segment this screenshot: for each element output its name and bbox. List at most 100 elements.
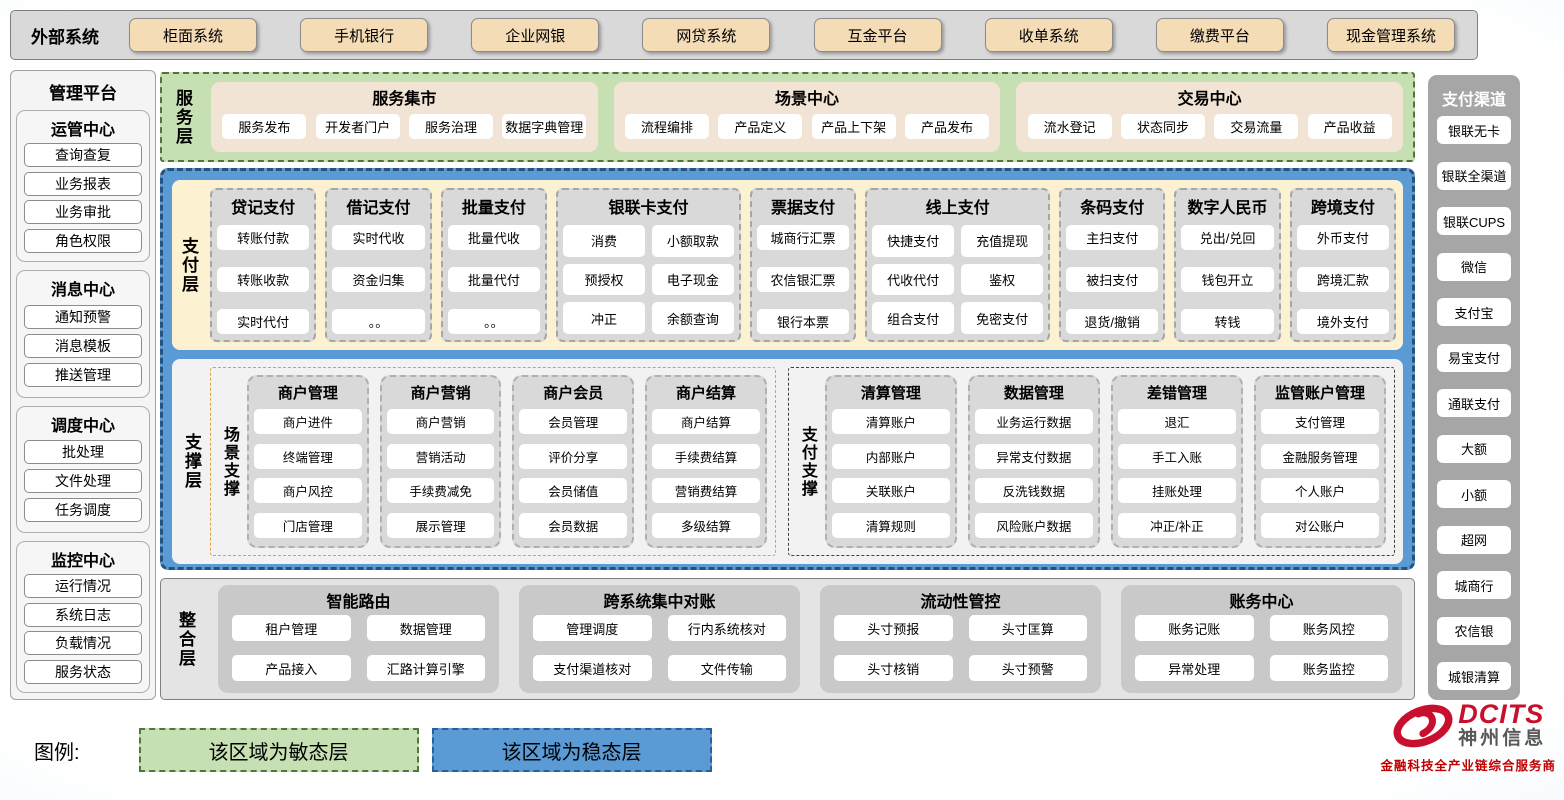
management-item-button[interactable]: 业务报表 <box>24 171 142 196</box>
external-system-button[interactable]: 缴费平台 <box>1155 18 1284 52</box>
feature-button[interactable]: 小额取款 <box>651 225 734 257</box>
feature-button[interactable]: 手续费结算 <box>652 443 760 469</box>
feature-button[interactable]: 清算账户 <box>831 409 950 434</box>
feature-button[interactable]: 产品接入 <box>232 655 351 681</box>
management-item-button[interactable]: 查询查复 <box>24 143 142 168</box>
feature-button[interactable]: 对公账户 <box>1260 512 1379 538</box>
feature-button[interactable]: 退货/撤销 <box>1066 309 1159 334</box>
external-system-button[interactable]: 收单系统 <box>984 18 1113 52</box>
feature-button[interactable]: 实时代付 <box>217 309 310 334</box>
feature-button[interactable]: 跨境汇款 <box>1296 267 1390 292</box>
feature-button[interactable]: 银行本票 <box>756 309 850 334</box>
feature-button[interactable]: 关联账户 <box>831 478 950 504</box>
feature-button[interactable]: 预授权 <box>563 263 645 296</box>
feature-button[interactable]: 账务监控 <box>1269 655 1388 681</box>
feature-button[interactable]: 风险账户数据 <box>974 512 1093 538</box>
feature-button[interactable]: 内部账户 <box>831 443 950 469</box>
feature-button[interactable]: 流水登记 <box>1027 114 1112 139</box>
external-system-button[interactable]: 企业网银 <box>471 18 600 52</box>
external-system-button[interactable]: 互金平台 <box>813 18 942 52</box>
management-item-button[interactable]: 文件处理 <box>24 469 142 494</box>
feature-button[interactable]: 钱包开立 <box>1181 267 1274 292</box>
management-item-button[interactable]: 任务调度 <box>24 498 142 523</box>
feature-button[interactable]: 消费 <box>563 225 645 257</box>
feature-button[interactable]: 展示管理 <box>386 512 495 538</box>
feature-button[interactable]: 转钱 <box>1181 309 1274 334</box>
feature-button[interactable]: 头寸核销 <box>834 655 953 681</box>
feature-button[interactable]: 转账收款 <box>217 267 310 292</box>
feature-button[interactable]: 营销费结算 <box>652 478 760 504</box>
feature-button[interactable]: 产品收益 <box>1307 114 1392 139</box>
feature-button[interactable]: 手续费减免 <box>386 478 495 504</box>
payment-channel-button[interactable]: 大额 <box>1437 434 1511 463</box>
payment-channel-button[interactable]: 微信 <box>1437 252 1511 281</box>
feature-button[interactable]: 商户进件 <box>254 409 362 434</box>
feature-button[interactable]: 服务发布 <box>222 114 307 139</box>
feature-button[interactable]: 支付渠道核对 <box>533 655 652 681</box>
feature-button[interactable]: 电子现金 <box>651 263 734 296</box>
feature-button[interactable]: 转账付款 <box>217 225 310 250</box>
feature-button[interactable]: 服务治理 <box>408 114 493 139</box>
management-item-button[interactable]: 运行情况 <box>24 574 142 599</box>
management-item-button[interactable]: 消息模板 <box>24 333 142 358</box>
feature-button[interactable]: 批量代收 <box>447 225 541 250</box>
feature-button[interactable]: 行内系统核对 <box>667 615 786 641</box>
feature-button[interactable]: 外币支付 <box>1296 225 1390 250</box>
payment-channel-button[interactable]: 银联全渠道 <box>1437 161 1511 190</box>
feature-button[interactable]: 商户结算 <box>652 409 760 434</box>
management-item-button[interactable]: 业务审批 <box>24 200 142 225</box>
feature-button[interactable]: 商户营销 <box>386 409 495 434</box>
feature-button[interactable]: 资金归集 <box>332 267 425 292</box>
feature-button[interactable]: 主扫支付 <box>1066 225 1159 250</box>
payment-channel-button[interactable]: 小额 <box>1437 480 1511 508</box>
payment-channel-button[interactable]: 超网 <box>1437 525 1511 554</box>
feature-button[interactable]: 会员储值 <box>519 478 628 504</box>
feature-button[interactable]: 境外支付 <box>1296 309 1390 334</box>
feature-button[interactable]: 兑出/兑回 <box>1181 225 1274 250</box>
feature-button[interactable]: 余额查询 <box>651 302 734 334</box>
feature-button[interactable]: 头寸预报 <box>834 615 953 641</box>
feature-button[interactable]: 会员管理 <box>519 409 628 434</box>
external-system-button[interactable]: 手机银行 <box>300 18 429 52</box>
payment-channel-button[interactable]: 城银清算 <box>1437 662 1511 690</box>
feature-button[interactable]: 退汇 <box>1117 409 1236 434</box>
external-system-button[interactable]: 柜面系统 <box>129 18 257 52</box>
feature-button[interactable]: 组合支付 <box>872 302 955 334</box>
feature-button[interactable]: 业务运行数据 <box>974 409 1093 434</box>
feature-button[interactable]: 产品上下架 <box>811 114 896 139</box>
feature-button[interactable]: 手工入账 <box>1117 443 1236 469</box>
feature-button[interactable]: 产品定义 <box>718 114 803 139</box>
management-item-button[interactable]: 批处理 <box>24 439 142 464</box>
feature-button[interactable]: 个人账户 <box>1260 478 1379 504</box>
feature-button[interactable]: 账务风控 <box>1269 615 1388 641</box>
feature-button[interactable]: 代收代付 <box>872 263 955 296</box>
feature-button[interactable]: 头寸匡算 <box>968 615 1087 641</box>
feature-button[interactable]: 免密支付 <box>961 302 1044 334</box>
feature-button[interactable]: 会员数据 <box>519 512 628 538</box>
feature-button[interactable]: 终端管理 <box>254 443 362 469</box>
management-item-button[interactable]: 负载情况 <box>24 631 142 656</box>
feature-button[interactable]: 状态同步 <box>1121 114 1205 139</box>
feature-button[interactable]: 账务记账 <box>1135 615 1254 641</box>
payment-channel-button[interactable]: 易宝支付 <box>1437 343 1511 372</box>
management-item-button[interactable]: 通知预警 <box>24 304 142 329</box>
feature-button[interactable]: 产品发布 <box>904 114 989 139</box>
management-item-button[interactable]: 推送管理 <box>24 363 142 388</box>
feature-button[interactable]: 数据字典管理 <box>502 114 587 139</box>
management-item-button[interactable]: 服务状态 <box>24 659 142 684</box>
feature-button[interactable]: 鉴权 <box>961 263 1044 296</box>
feature-button[interactable]: 金融服务管理 <box>1260 443 1379 469</box>
feature-button[interactable]: 挂账处理 <box>1117 478 1236 504</box>
payment-channel-button[interactable]: 城商行 <box>1437 571 1511 599</box>
feature-button[interactable]: 。。 <box>332 309 425 334</box>
management-item-button[interactable]: 系统日志 <box>24 602 142 627</box>
feature-button[interactable]: 冲正/补正 <box>1117 512 1236 538</box>
payment-channel-button[interactable]: 支付宝 <box>1437 298 1511 326</box>
payment-channel-button[interactable]: 银联CUPS <box>1437 207 1511 235</box>
feature-button[interactable]: 管理调度 <box>533 615 652 641</box>
feature-button[interactable]: 清算规则 <box>831 512 950 538</box>
feature-button[interactable]: 商户风控 <box>254 478 362 504</box>
feature-button[interactable]: 快捷支付 <box>872 225 955 257</box>
payment-channel-button[interactable]: 通联支付 <box>1437 389 1511 417</box>
feature-button[interactable]: 异常处理 <box>1135 655 1254 681</box>
